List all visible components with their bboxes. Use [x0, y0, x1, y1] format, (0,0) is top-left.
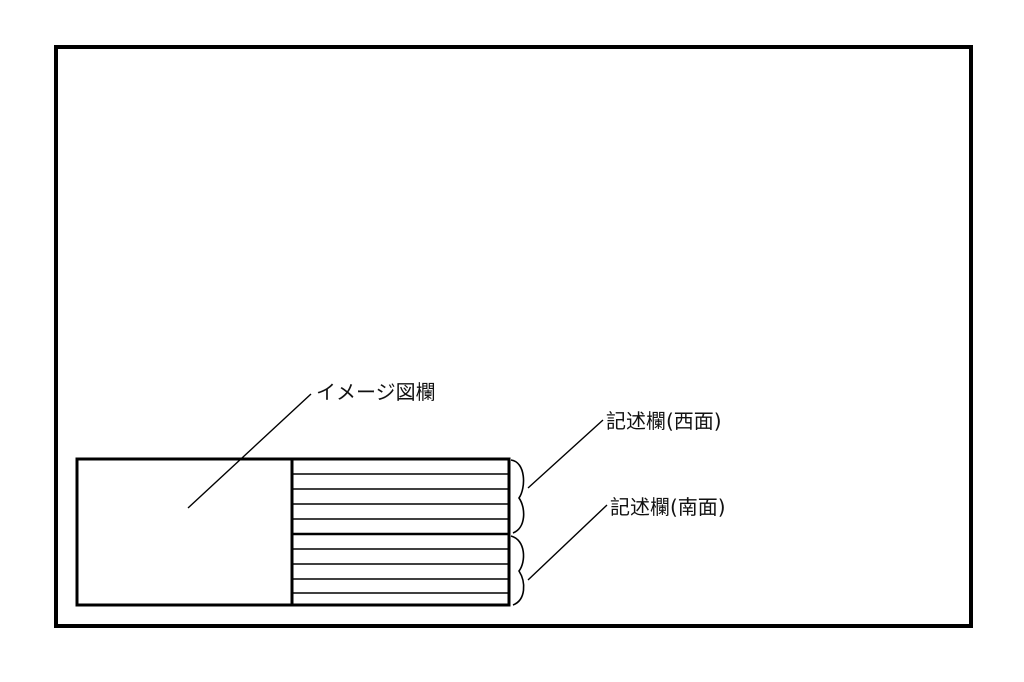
image-area-leader	[187, 393, 312, 509]
image-area-box	[75, 457, 294, 607]
west-ruled-lines	[292, 473, 509, 520]
description-area	[292, 473, 509, 594]
sheet-frame	[54, 45, 973, 628]
description-west-label: 記述欄(西面)	[606, 409, 722, 433]
west-description-leader	[527, 419, 604, 489]
south-section-brace	[510, 535, 525, 606]
image-area-label: イメージ図欄	[316, 380, 436, 404]
south-description-leader	[527, 504, 608, 581]
west-section-brace	[510, 459, 525, 534]
south-ruled-lines	[292, 548, 509, 594]
description-south-label: 記述欄(南面)	[610, 495, 726, 519]
bottom-block	[75, 457, 511, 607]
